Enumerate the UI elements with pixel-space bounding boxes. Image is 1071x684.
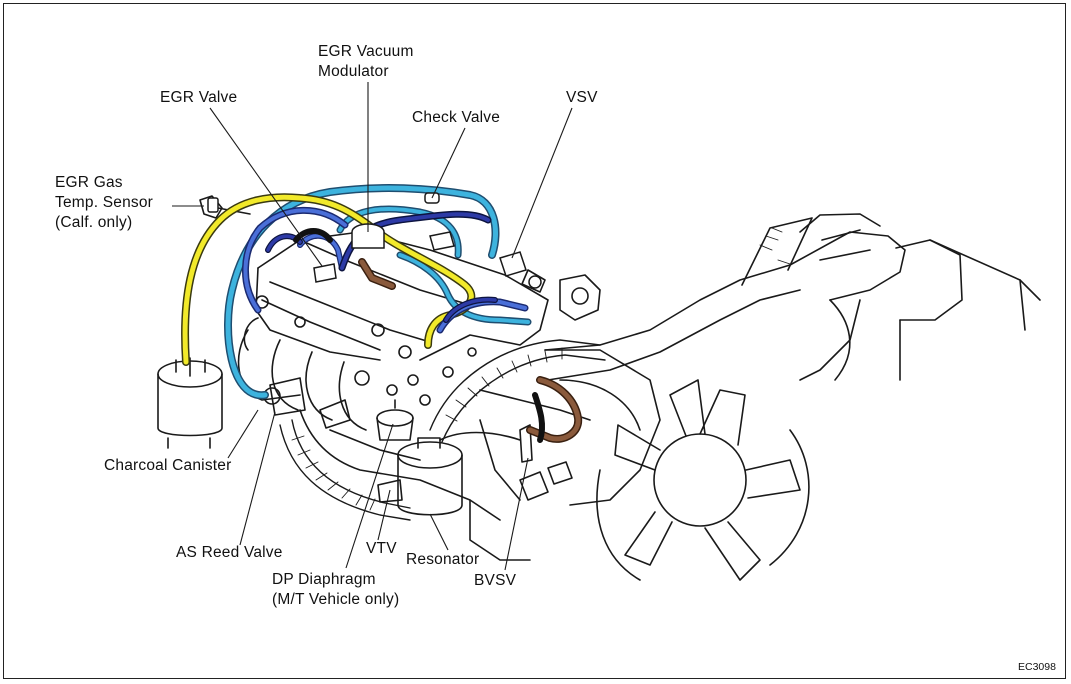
as-hoses-drawing bbox=[279, 339, 606, 521]
label-as-reed-valve: AS Reed Valve bbox=[176, 544, 283, 561]
cooling-fan-drawing bbox=[596, 379, 810, 581]
fittings bbox=[207, 192, 542, 289]
leader-charcoal-canister bbox=[227, 409, 259, 459]
label-dp-diaphragm: DP Diaphragm (M/T Vehicle only) bbox=[272, 571, 400, 608]
modulator-body bbox=[351, 232, 385, 249]
leader-bvsv bbox=[504, 457, 529, 571]
label-charcoal-canister: Charcoal Canister bbox=[104, 457, 232, 474]
vacuum-hoses bbox=[181, 184, 583, 443]
label-vsv: VSV bbox=[566, 89, 598, 106]
egr-valve-part bbox=[313, 263, 337, 283]
vsv-connector bbox=[528, 275, 542, 289]
leader-egr-valve bbox=[209, 107, 323, 267]
leader-resonator bbox=[429, 513, 449, 551]
hose-black bbox=[293, 228, 546, 443]
label-resonator: Resonator bbox=[406, 551, 480, 568]
label-vtv: VTV bbox=[366, 540, 397, 557]
leader-as-reed-valve bbox=[239, 411, 276, 546]
charcoal-canister-drawing bbox=[157, 357, 223, 449]
label-bvsv: BVSV bbox=[474, 572, 517, 589]
leader-vtv bbox=[377, 489, 391, 541]
hose-ribs bbox=[291, 227, 791, 511]
leader-lines bbox=[172, 82, 573, 571]
leader-dp-diaphragm bbox=[345, 423, 394, 569]
diagram-frame bbox=[3, 3, 1066, 679]
air-intake-drawing bbox=[544, 213, 1041, 381]
label-check-valve: Check Valve bbox=[412, 109, 501, 126]
label-egr-valve: EGR Valve bbox=[160, 89, 238, 106]
small-valve-part bbox=[429, 231, 455, 251]
leader-vsv bbox=[511, 107, 573, 259]
hose-brown bbox=[358, 258, 583, 443]
leader-check-valve bbox=[431, 127, 466, 199]
figure-code: EC3098 bbox=[1018, 661, 1056, 673]
label-egr-vacuum-modulator: EGR Vacuum Modulator bbox=[318, 43, 414, 80]
egr-gas-temp-sensor-part bbox=[207, 197, 219, 213]
label-egr-gas-temp-sensor: EGR Gas Temp. Sensor (Calf. only) bbox=[55, 174, 154, 231]
